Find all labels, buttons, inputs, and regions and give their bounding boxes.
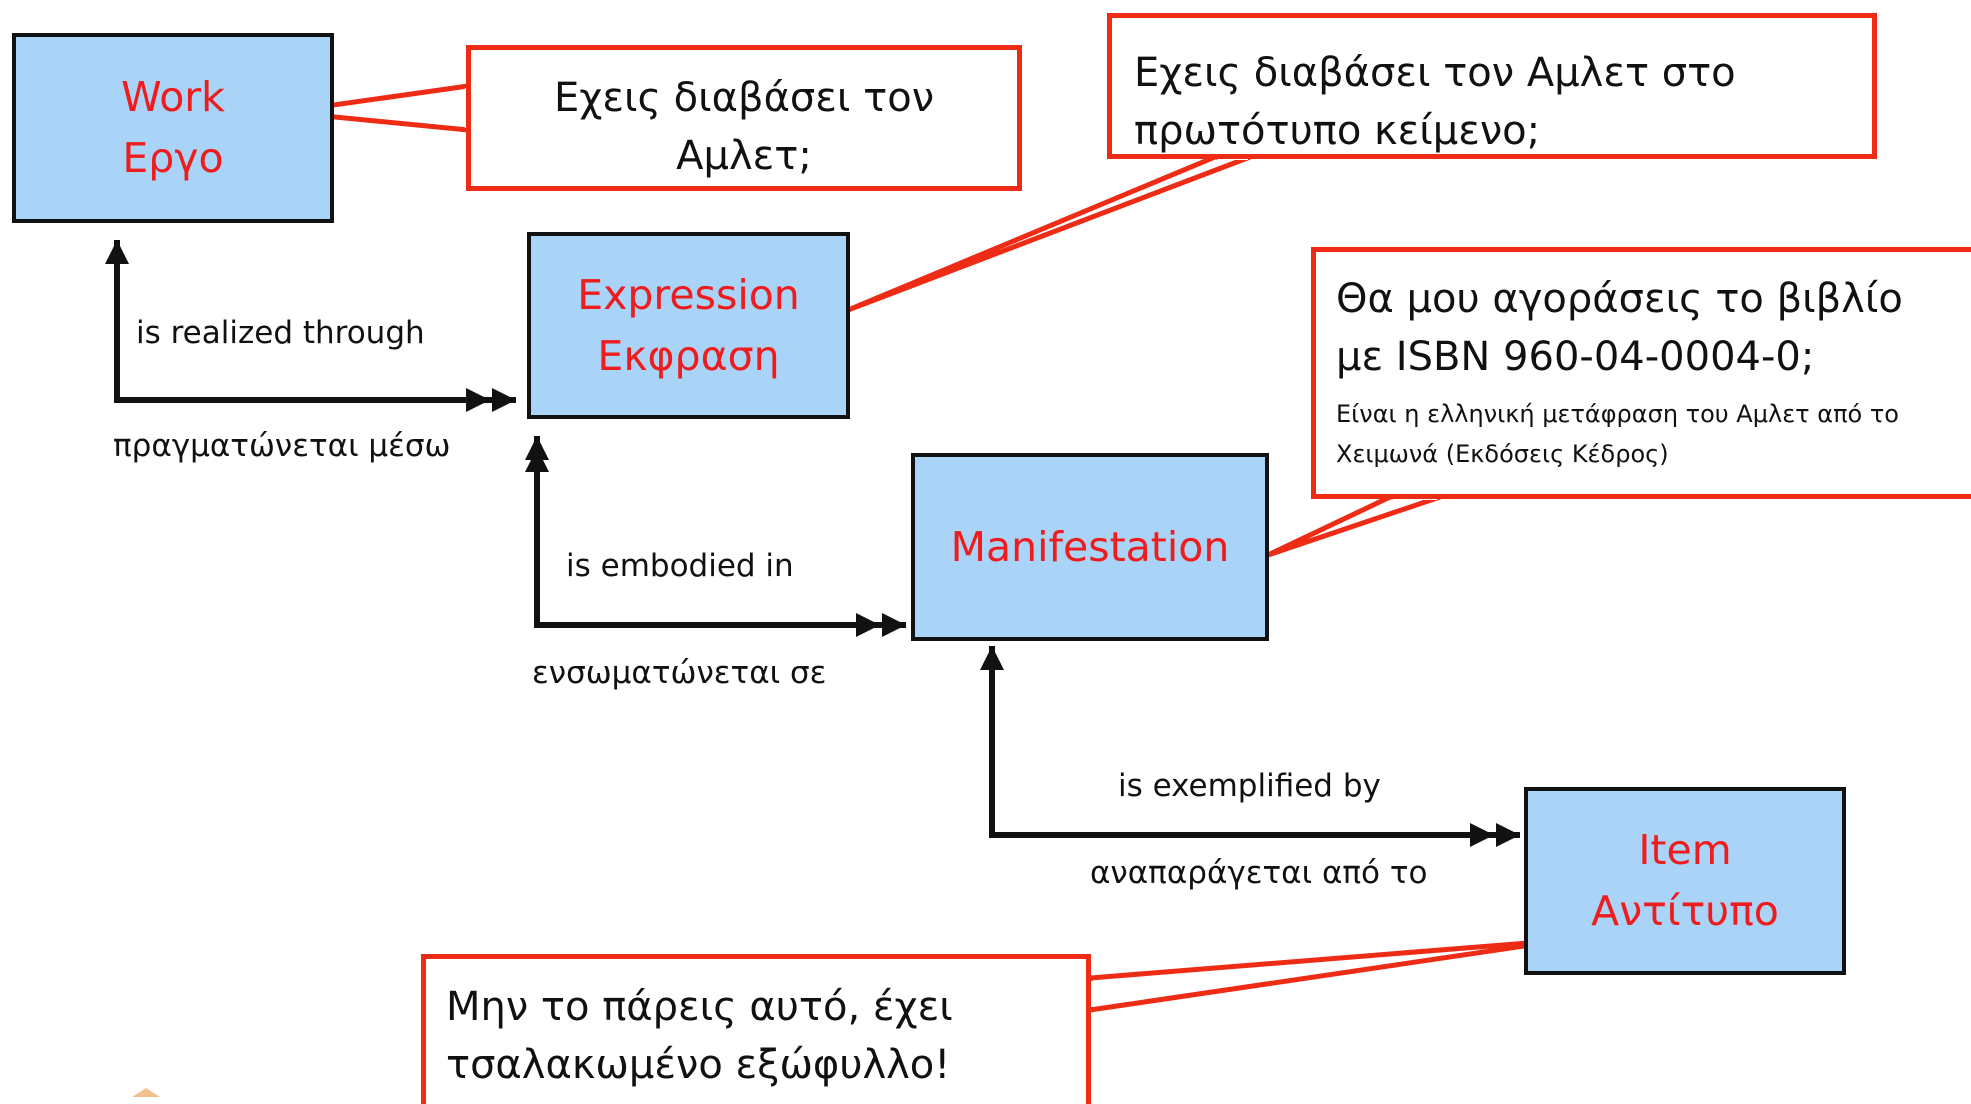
expression-label-gr: Εκφραση	[597, 331, 780, 380]
embodied-label-en: is embodied in	[566, 548, 794, 584]
manifestation-callout: Θα μου αγοράσεις το βιβλίο με ISBN 960-0…	[1311, 247, 1971, 499]
embodied-label-gr: ενσωματώνεται σε	[532, 655, 827, 691]
realized-label-en: is realized through	[136, 315, 425, 351]
item-label-en: Item	[1638, 826, 1732, 874]
corner-logo-fragment	[132, 1088, 160, 1097]
manifestation-callout-line1: Θα μου αγοράσεις το βιβλίο	[1336, 276, 1903, 322]
manifestation-label-en: Manifestation	[950, 522, 1230, 571]
expression-label-en: Expression	[577, 270, 800, 319]
exemplified-arrow	[980, 646, 1520, 847]
expression-callout: Εχεις διαβάσει τον Αμλετ στο πρωτότυπο κ…	[1107, 13, 1877, 159]
work-callout-line2: Αμλετ;	[676, 133, 812, 179]
item-label-gr: Αντίτυπο	[1591, 887, 1779, 935]
exemplified-label-gr: αναπαράγεται από το	[1090, 855, 1428, 891]
work-entity-box: Work Εργο	[12, 33, 334, 223]
work-label-en: Work	[121, 73, 225, 121]
manifestation-callout-line2: με ISBN 960-04-0004-0;	[1336, 334, 1815, 380]
work-callout: Εχεις διαβάσει τον Αμλετ;	[466, 45, 1022, 191]
expression-entity-box: Expression Εκφραση	[527, 232, 850, 419]
manifestation-callout-pointer	[1266, 494, 1441, 558]
expression-callout-line1: Εχεις διαβάσει τον Αμλετ στο	[1134, 50, 1736, 96]
work-label-gr: Εργο	[122, 134, 224, 182]
expression-callout-line2: πρωτότυπο κείμενο;	[1134, 108, 1541, 154]
manifestation-callout-note1: Είναι η ελληνική μετάφραση του Αμλετ από…	[1336, 400, 1899, 428]
manifestation-entity-box: Manifestation	[911, 453, 1269, 641]
realized-arrow	[105, 240, 516, 412]
exemplified-label-en: is exemplified by	[1118, 768, 1381, 804]
item-entity-box: Item Αντίτυπο	[1524, 787, 1846, 975]
work-callout-line1: Εχεις διαβάσει τον	[553, 75, 935, 121]
manifestation-callout-note2: Χειμωνά (Εκδόσεις Κέδρος)	[1336, 440, 1669, 468]
realized-label-gr: πραγματώνεται μέσω	[113, 428, 451, 464]
item-callout-line2: τσαλακωμένο εξώφυλλο!	[446, 1042, 951, 1088]
embodied-arrow	[525, 436, 906, 637]
item-callout-line1: Μην το πάρεις αυτό, έχει	[446, 984, 953, 1030]
item-callout: Μην το πάρεις αυτό, έχει τσαλακωμένο εξώ…	[421, 954, 1091, 1104]
item-callout-pointer	[1087, 937, 1566, 1013]
